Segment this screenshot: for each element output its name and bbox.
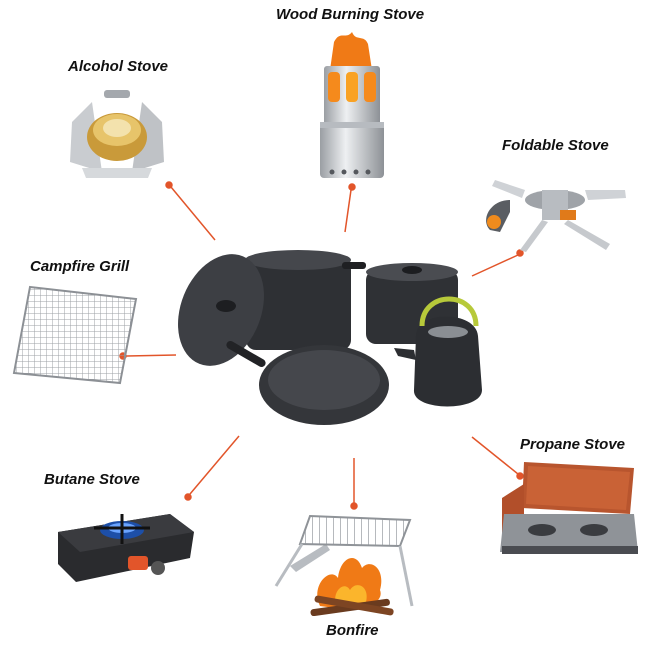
wood-burning-stove-image [312,30,392,190]
connector-dot-propane [516,472,524,480]
bonfire-image [270,506,430,616]
label-campfire-grill: Campfire Grill [30,258,130,275]
connector-dot-alcohol [165,181,173,189]
alcohol-stove-image [62,82,172,182]
foldable-stove-image [470,160,640,260]
butane-stove-image [50,492,200,587]
connector-wood [344,189,352,233]
connector-dot-butane [184,493,192,501]
label-wood-burning-stove: Wood Burning Stove [276,6,425,23]
label-propane-stove: Propane Stove [520,436,626,453]
connector-grill [124,354,177,357]
campfire-grill-image [10,283,140,388]
connector-dot-wood [348,183,356,191]
connector-alcohol [170,186,216,241]
label-butane-stove: Butane Stove [44,471,140,488]
label-alcohol-stove: Alcohol Stove [68,58,169,75]
label-foldable-stove: Foldable Stove [502,137,609,154]
connector-foldable [471,254,519,277]
propane-stove-image [494,458,644,558]
connector-dot-bonfire [350,502,358,510]
label-bonfire: Bonfire [326,622,379,639]
cookware-set-image [176,240,496,440]
connector-propane [471,436,519,475]
connector-butane [189,435,240,495]
